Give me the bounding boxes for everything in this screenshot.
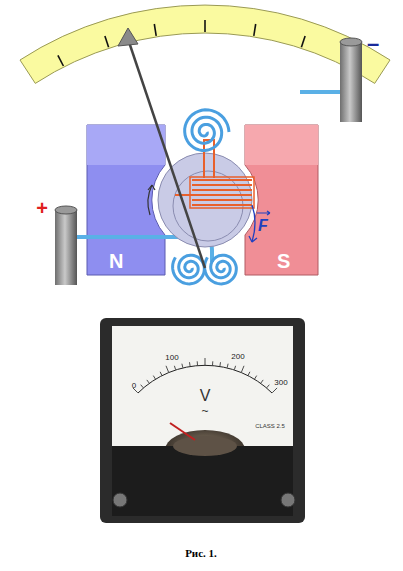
pole-letter: S <box>277 251 290 271</box>
meter-tick <box>272 388 277 393</box>
meter-tick <box>248 372 250 376</box>
scale-number: 0 <box>132 382 136 390</box>
scale-tick <box>301 36 305 47</box>
south-magnet <box>245 125 318 275</box>
scale-band <box>20 5 390 83</box>
pointer-head <box>118 28 138 46</box>
scale-tick <box>204 20 206 32</box>
meter-tick <box>219 362 221 366</box>
magnet-shade <box>87 125 165 165</box>
vector-sign <box>257 211 270 215</box>
polarity-sign: – <box>367 33 379 55</box>
magnet-pole: N <box>87 125 165 275</box>
accuracy-class: CLASS 2.5 <box>255 423 285 429</box>
meter-tick <box>267 385 270 388</box>
force-arrow <box>249 236 257 242</box>
meter-tick <box>153 376 155 379</box>
scale-ticks <box>58 20 352 66</box>
meter-tick <box>174 366 175 370</box>
terminal-top <box>340 38 362 46</box>
moving-coil <box>175 140 254 208</box>
meter-tick <box>141 385 144 388</box>
meter-needle <box>170 423 195 440</box>
screw <box>113 493 127 507</box>
scale-tick <box>58 55 64 66</box>
polarity-sign: + <box>36 198 48 218</box>
meter-tick <box>261 380 263 383</box>
meter-tick <box>166 366 169 372</box>
figure-caption: Рис. 1. <box>185 548 217 559</box>
spiral-spring <box>205 255 237 284</box>
magnet-pole: S <box>245 125 318 275</box>
pole-letter: N <box>109 251 123 271</box>
meter-tick <box>241 366 244 372</box>
meter-base <box>112 446 293 516</box>
scale-tick <box>154 24 156 36</box>
screw <box>281 493 295 507</box>
meter-case <box>100 318 305 523</box>
meter-hub <box>173 436 237 456</box>
meter-tick <box>160 372 162 376</box>
scale-number: 300 <box>274 379 287 387</box>
ac-symbol: ~ <box>201 405 208 417</box>
scale-number: 200 <box>231 353 244 361</box>
meter-face <box>112 326 293 446</box>
terminal-post <box>340 42 362 122</box>
meter-tick <box>212 361 213 365</box>
meter-tick <box>181 364 183 368</box>
north-magnet <box>87 125 165 275</box>
meter-tick <box>189 362 191 366</box>
force-label: F <box>258 218 268 234</box>
unit-symbol: V <box>200 388 211 404</box>
magnet-shade <box>245 125 318 165</box>
meter-tick <box>234 366 235 370</box>
pointer <box>129 42 205 268</box>
meter-tick <box>147 380 149 383</box>
meter-tick <box>227 364 229 368</box>
spiral-spring <box>185 110 229 151</box>
force-arrow <box>252 205 255 242</box>
spiral-spring <box>173 255 205 284</box>
terminal-top <box>55 206 77 214</box>
scale-number: 100 <box>165 354 178 362</box>
field-arrow <box>148 185 155 190</box>
terminal-post <box>55 210 77 285</box>
meter-tick <box>197 361 198 365</box>
lead-wire <box>300 90 340 94</box>
scale-tick <box>254 24 256 36</box>
meter-tick <box>255 376 257 379</box>
meter-tick <box>205 358 206 365</box>
scale-tick <box>105 36 109 47</box>
